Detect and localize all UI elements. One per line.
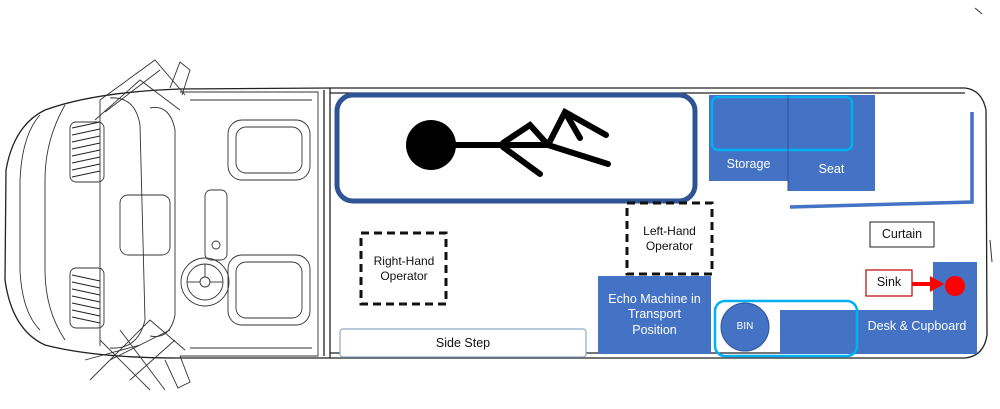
desk-cupboard-label: Desk & Cupboard <box>867 319 967 334</box>
storage-seat-highlight <box>710 95 854 152</box>
right-hand-operator-label: Right-Hand Operator <box>373 254 435 283</box>
sink-arrow-icon <box>912 276 944 292</box>
bin-label: BIN <box>736 320 754 332</box>
curtain-label: Curtain <box>881 226 923 241</box>
left-hand-operator-label: Left-Hand Operator <box>643 224 696 253</box>
sink-box <box>865 269 913 297</box>
bin-area-highlight <box>713 299 859 358</box>
storage-label: Storage <box>726 157 771 172</box>
curtain-box <box>869 221 935 248</box>
patient-stick-figure-icon <box>452 107 611 177</box>
side-step <box>339 328 587 358</box>
storage-box <box>709 95 788 181</box>
bin-icon <box>720 302 770 352</box>
sink-label: Sink <box>876 275 902 290</box>
seat-label: Seat <box>818 162 845 177</box>
echo-machine-label: Echo Machine in Transport Position <box>608 291 701 337</box>
desk-cupboard-box <box>857 310 977 354</box>
seat-box <box>788 95 875 191</box>
rear-panel-line <box>789 112 974 209</box>
left-hand-operator-zone <box>625 201 714 276</box>
sink-drain-icon <box>945 276 965 296</box>
echo-machine-box <box>598 276 711 354</box>
side-step-label: Side Step <box>435 335 491 350</box>
right-hand-operator-zone <box>359 231 448 306</box>
patient-head <box>406 120 456 170</box>
cab-details <box>19 59 319 391</box>
bin-cabinet <box>780 310 857 354</box>
